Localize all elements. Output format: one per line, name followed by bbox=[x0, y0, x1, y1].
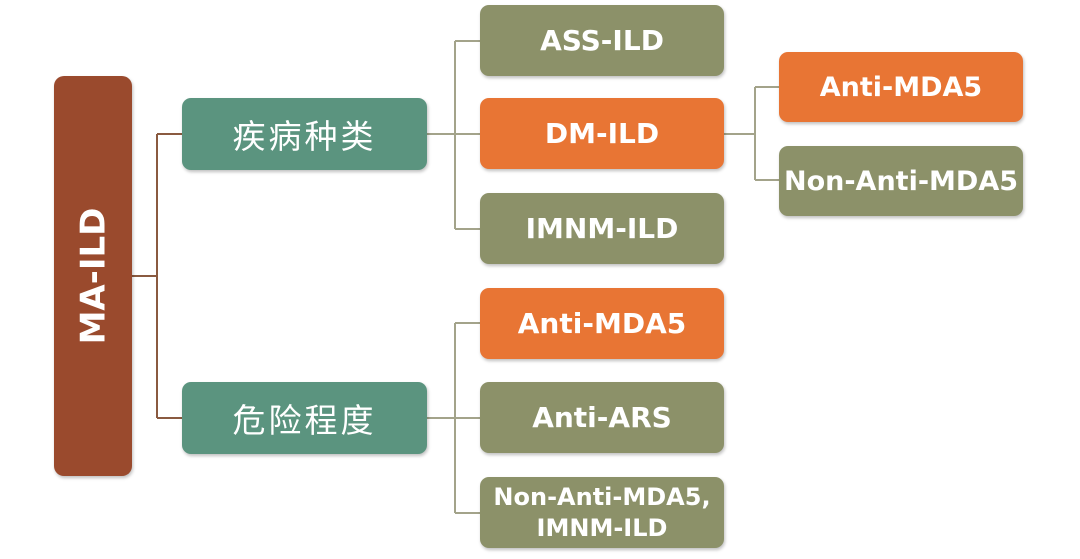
leaf-label: Anti-MDA5 bbox=[819, 71, 983, 103]
leaf-anti-mda5: Anti-MDA5 bbox=[480, 288, 724, 359]
subleaf-anti-mda5: Anti-MDA5 bbox=[779, 52, 1023, 122]
leaf-label: IMNM-ILD bbox=[525, 212, 679, 245]
category-disease-type: 疾病种类 bbox=[182, 98, 427, 170]
leaf-label-line2: IMNM-ILD bbox=[536, 513, 668, 542]
subleaf-non-anti-mda5: Non-Anti-MDA5 bbox=[779, 146, 1023, 216]
category-label: 疾病种类 bbox=[232, 117, 377, 156]
connector-dm-ild bbox=[724, 86, 779, 181]
category-risk-level: 危险程度 bbox=[182, 382, 427, 454]
leaf-label: Anti-ARS bbox=[532, 401, 672, 434]
root-label: MA-ILD bbox=[73, 207, 114, 345]
connector-category-2 bbox=[427, 322, 480, 514]
leaf-label: Non-Anti-MDA5 bbox=[783, 165, 1019, 197]
leaf-dm-ild: DM-ILD bbox=[480, 98, 724, 169]
leaf-label: DM-ILD bbox=[544, 117, 660, 150]
leaf-label: Anti-MDA5 bbox=[517, 307, 687, 340]
connector-root bbox=[132, 133, 182, 419]
leaf-ass-ild: ASS-ILD bbox=[480, 5, 724, 76]
root-node: MA-ILD bbox=[54, 76, 132, 476]
leaf-label: ASS-ILD bbox=[540, 24, 664, 57]
leaf-imnm-ild: IMNM-ILD bbox=[480, 193, 724, 264]
leaf-label-line1: Non-Anti-MDA5, bbox=[493, 482, 711, 511]
leaf-non-anti-mda5-imnm-ild: Non-Anti-MDA5, IMNM-ILD bbox=[480, 477, 724, 548]
category-label: 危险程度 bbox=[232, 401, 377, 440]
connector-category-1 bbox=[427, 40, 480, 230]
leaf-anti-ars: Anti-ARS bbox=[480, 382, 724, 453]
